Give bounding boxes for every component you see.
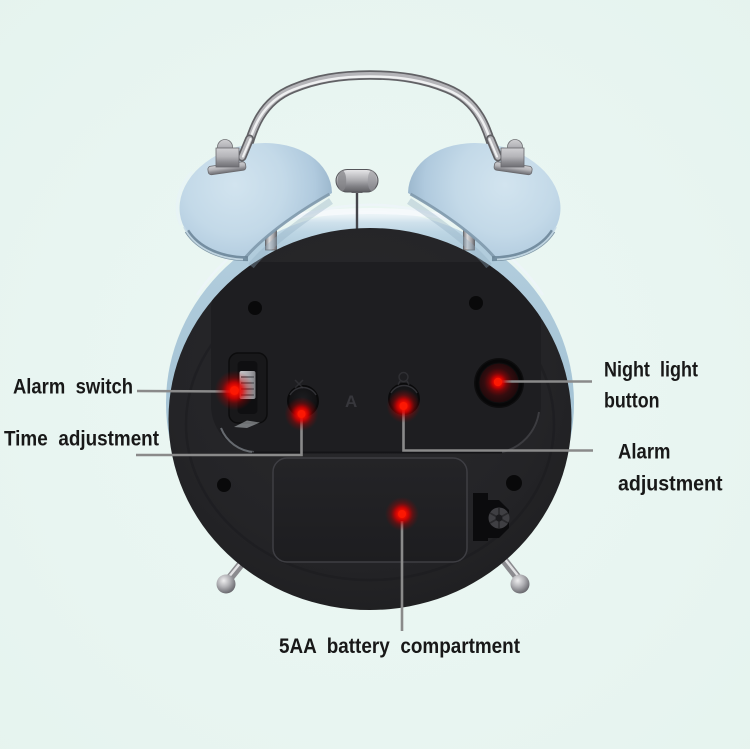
- svg-text:adjustment: adjustment: [618, 473, 723, 496]
- svg-text:Alarm: Alarm: [618, 441, 671, 464]
- svg-text:Alarm switch: Alarm switch: [13, 376, 133, 399]
- svg-text:Time adjustment: Time adjustment: [4, 428, 159, 451]
- svg-text:Night light: Night light: [604, 359, 698, 382]
- svg-text:button: button: [604, 390, 660, 413]
- svg-text:A: A: [345, 392, 357, 411]
- svg-text:5AA battery compartment: 5AA battery compartment: [279, 635, 520, 658]
